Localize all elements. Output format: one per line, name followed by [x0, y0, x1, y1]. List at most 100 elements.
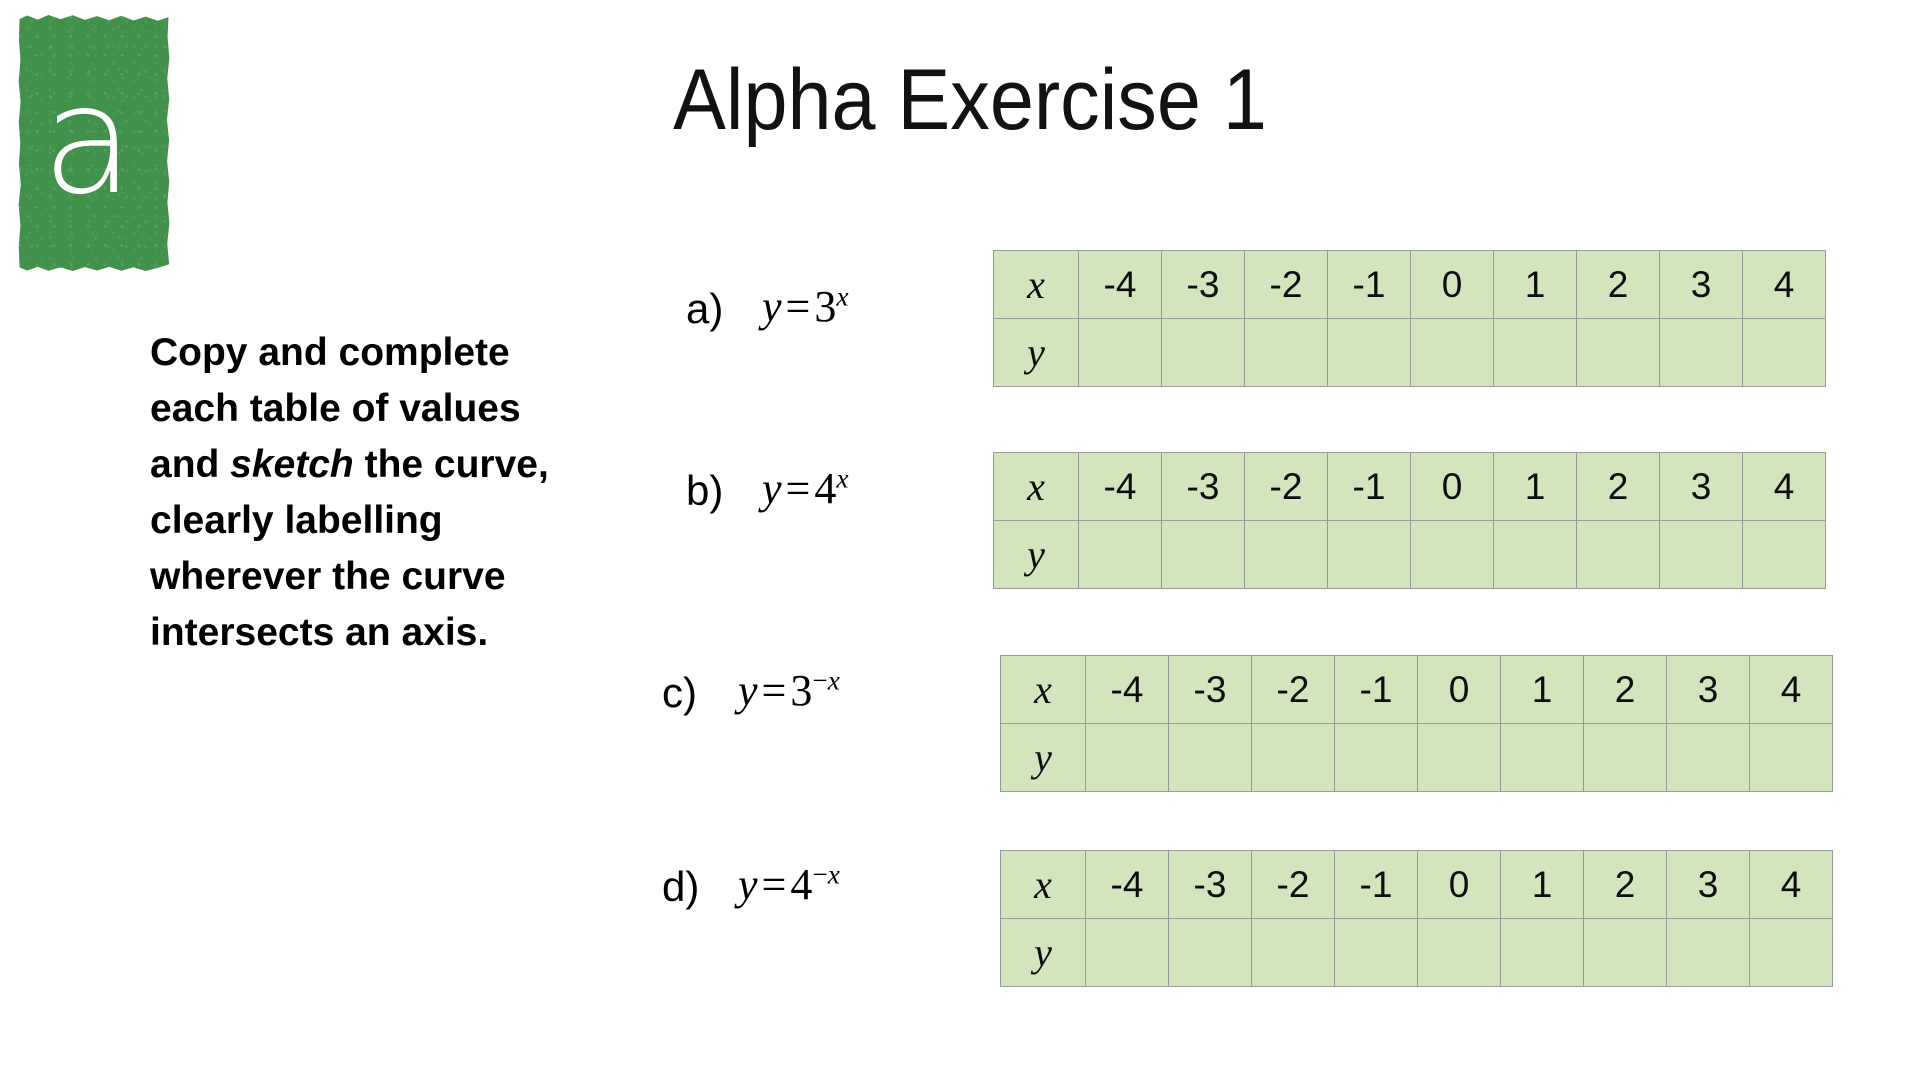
x-cell: 1 — [1500, 850, 1584, 919]
y-cell-blank[interactable] — [1659, 520, 1743, 589]
instruction-line-6: intersects an axis. — [150, 611, 489, 654]
alpha-logo: a — [18, 14, 170, 272]
y-cell-blank[interactable] — [1244, 520, 1328, 589]
equation-b-exponent: x — [836, 463, 848, 493]
x-cell: -4 — [1078, 452, 1162, 521]
instruction-line-4: clearly labelling — [150, 499, 443, 542]
x-cell: 1 — [1500, 655, 1584, 724]
equation-d-exponent: −x — [812, 859, 840, 889]
table-row-y: y — [1000, 918, 1833, 987]
instruction-line-3-suffix: the curve, — [353, 443, 549, 486]
x-cell: 3 — [1659, 452, 1743, 521]
x-cell: -1 — [1334, 850, 1418, 919]
equation-a-exponent-var: x — [836, 281, 849, 312]
x-cell: 0 — [1410, 452, 1494, 521]
y-cell-blank[interactable] — [1410, 318, 1494, 387]
equation-d-lhs: y — [738, 860, 758, 909]
equation-b-base: 4 — [814, 464, 837, 513]
y-cell-blank[interactable] — [1161, 318, 1245, 387]
equation-c-lhs: y — [738, 666, 758, 715]
y-cell-blank[interactable] — [1334, 918, 1418, 987]
row-label-y: y — [1000, 918, 1086, 987]
x-cell: 0 — [1417, 850, 1501, 919]
instruction-text: Copy and complete each table of values a… — [150, 325, 650, 661]
y-cell-blank[interactable] — [1493, 318, 1577, 387]
y-cell-blank[interactable] — [1085, 918, 1169, 987]
y-cell-blank[interactable] — [1244, 318, 1328, 387]
logo-green-block — [18, 15, 170, 271]
question-label-a: a) — [686, 285, 724, 332]
table-row-x: x -4 -3 -2 -1 0 1 2 3 4 — [1000, 850, 1833, 919]
y-cell-blank[interactable] — [1251, 723, 1335, 792]
page-title: Alpha Exercise 1 — [673, 52, 1267, 148]
y-cell-blank[interactable] — [1334, 723, 1418, 792]
y-cell-blank[interactable] — [1583, 918, 1667, 987]
y-cell-blank[interactable] — [1659, 318, 1743, 387]
y-cell-blank[interactable] — [1327, 520, 1411, 589]
x-cell: -1 — [1334, 655, 1418, 724]
x-cell: 0 — [1410, 250, 1494, 319]
table-row-y: y — [993, 318, 1826, 387]
row-label-x: x — [993, 250, 1079, 319]
x-cell: -2 — [1251, 655, 1335, 724]
y-cell-blank[interactable] — [1749, 918, 1833, 987]
row-label-y: y — [1000, 723, 1086, 792]
y-cell-blank[interactable] — [1327, 318, 1411, 387]
y-cell-blank[interactable] — [1500, 723, 1584, 792]
y-cell-blank[interactable] — [1742, 520, 1826, 589]
y-cell-blank[interactable] — [1417, 918, 1501, 987]
y-cell-blank[interactable] — [1168, 918, 1252, 987]
y-cell-blank[interactable] — [1576, 520, 1660, 589]
y-cell-blank[interactable] — [1749, 723, 1833, 792]
y-cell-blank[interactable] — [1493, 520, 1577, 589]
y-cell-blank[interactable] — [1078, 318, 1162, 387]
x-cell: 4 — [1749, 850, 1833, 919]
x-cell: 4 — [1749, 655, 1833, 724]
x-cell: -4 — [1085, 850, 1169, 919]
values-table-b[interactable]: x -4 -3 -2 -1 0 1 2 3 4 y — [993, 452, 1826, 589]
values-table-d[interactable]: x -4 -3 -2 -1 0 1 2 3 4 y — [1000, 850, 1833, 987]
y-cell-blank[interactable] — [1576, 318, 1660, 387]
values-table-a[interactable]: x -4 -3 -2 -1 0 1 2 3 4 y — [993, 250, 1826, 387]
equation-d-operator: = — [761, 860, 787, 909]
equation-c-exponent: −x — [812, 665, 840, 695]
y-cell-blank[interactable] — [1417, 723, 1501, 792]
x-cell: -4 — [1085, 655, 1169, 724]
y-cell-blank[interactable] — [1078, 520, 1162, 589]
y-cell-blank[interactable] — [1168, 723, 1252, 792]
instruction-line-3-prefix: and — [150, 443, 231, 486]
instruction-emphasis-sketch: sketch — [230, 443, 354, 486]
instruction-line-1: Copy and complete — [150, 331, 510, 374]
y-cell-blank[interactable] — [1583, 723, 1667, 792]
equation-c-exponent-sign: − — [812, 665, 828, 696]
y-cell-blank[interactable] — [1666, 723, 1750, 792]
logo-letter-a: a — [42, 54, 134, 228]
table-row-y: y — [1000, 723, 1833, 792]
y-cell-blank[interactable] — [1500, 918, 1584, 987]
equation-b-exponent-var: x — [836, 463, 849, 494]
instruction-line-2: each table of values — [150, 387, 521, 430]
question-equation-a: y=3x — [762, 283, 848, 329]
x-cell: 0 — [1417, 655, 1501, 724]
values-table-c[interactable]: x -4 -3 -2 -1 0 1 2 3 4 y — [1000, 655, 1833, 792]
x-cell: 1 — [1493, 452, 1577, 521]
equation-d-base: 4 — [790, 860, 813, 909]
x-cell: -1 — [1327, 250, 1411, 319]
y-cell-blank[interactable] — [1742, 318, 1826, 387]
x-cell: 2 — [1576, 250, 1660, 319]
x-cell: 2 — [1576, 452, 1660, 521]
x-cell: -3 — [1168, 655, 1252, 724]
row-label-x: x — [993, 452, 1079, 521]
y-cell-blank[interactable] — [1666, 918, 1750, 987]
y-cell-blank[interactable] — [1251, 918, 1335, 987]
y-cell-blank[interactable] — [1161, 520, 1245, 589]
equation-b-operator: = — [785, 464, 811, 513]
question-equation-b: y=4x — [762, 464, 848, 513]
instruction-line-5: wherever the curve — [150, 555, 506, 598]
x-cell: -4 — [1078, 250, 1162, 319]
x-cell: -2 — [1244, 250, 1328, 319]
y-cell-blank[interactable] — [1410, 520, 1494, 589]
y-cell-blank[interactable] — [1085, 723, 1169, 792]
equation-c-base: 3 — [790, 666, 813, 715]
question-label-d: d) — [662, 863, 700, 910]
